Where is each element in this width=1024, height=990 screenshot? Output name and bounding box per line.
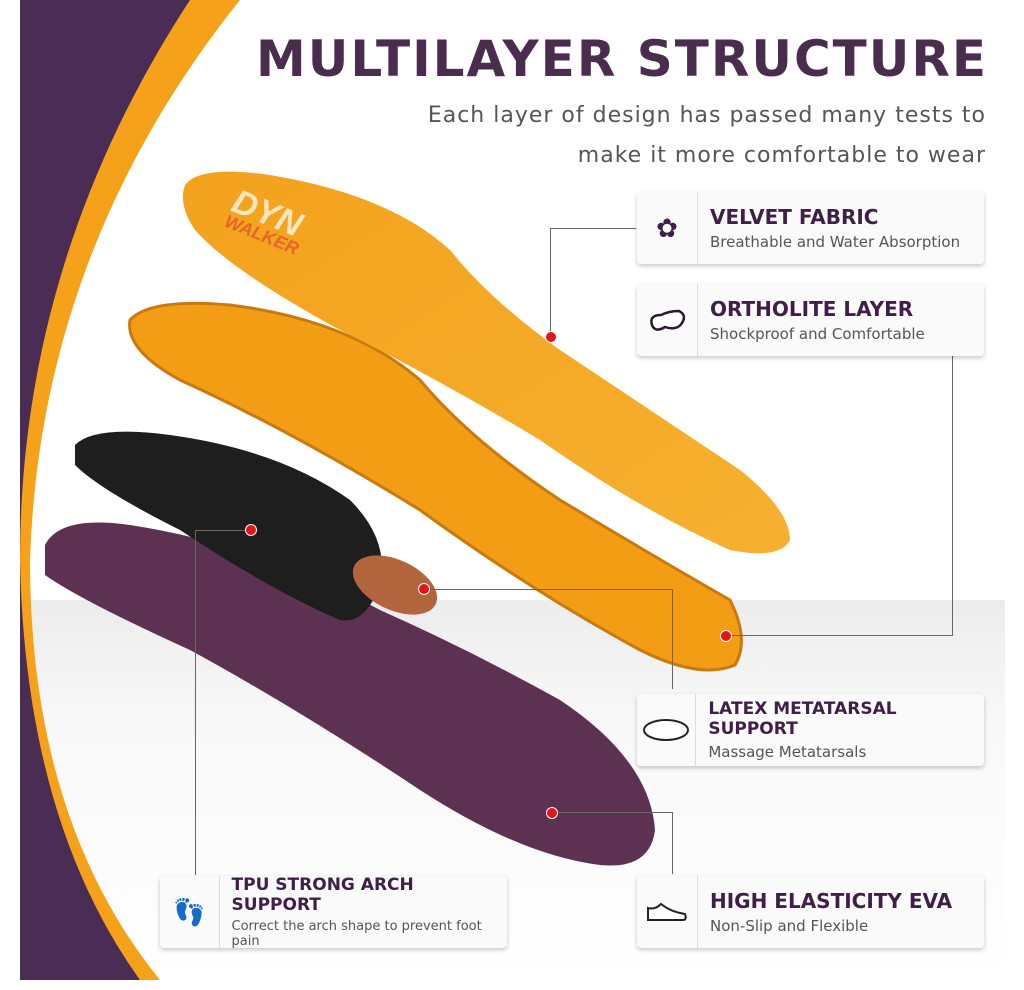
connector-line — [195, 530, 196, 875]
purple-band — [20, 0, 190, 980]
connector-line — [672, 589, 673, 689]
layer-title: LATEX METATARSAL SUPPORT — [708, 699, 897, 739]
foam-pad-icon — [637, 284, 698, 356]
layer-title: HIGH ELASTICITY EVA — [710, 889, 953, 913]
layer-desc: Breathable and Water Absorption — [710, 233, 961, 251]
footprint-icon: 👣 — [160, 876, 220, 948]
insole-tpu — [75, 431, 382, 621]
connector-line — [550, 228, 636, 229]
subtitle-line2: make it more comfortable to wear — [577, 143, 986, 168]
layer-card-ortholite: ORTHOLITE LAYER Shockproof and Comfortabl… — [637, 284, 984, 356]
layer-desc: Massage Metatarsals — [708, 743, 867, 761]
connector-line — [672, 812, 673, 874]
layer-desc: Shockproof and Comfortable — [710, 325, 925, 343]
shoe-icon — [637, 876, 698, 948]
marker-ortholite — [720, 630, 732, 642]
marker-metatarsal — [418, 583, 430, 595]
connector-line — [550, 228, 551, 336]
connector-line — [552, 812, 672, 813]
marker-eva — [546, 807, 558, 819]
layer-desc: Correct the arch shape to prevent foot p… — [231, 919, 482, 949]
metatarsal-pad-icon — [637, 694, 697, 766]
connector-line — [726, 635, 953, 636]
insole-velvet — [182, 171, 791, 554]
layer-title: ORTHOLITE LAYER — [710, 297, 914, 321]
layer-desc: Non-Slip and Flexible — [710, 917, 869, 935]
insole-ortholite — [128, 301, 743, 672]
marker-tpu — [245, 524, 257, 536]
connector-line — [424, 589, 672, 590]
fabric-breathable-icon: ✿ — [637, 192, 698, 264]
layer-card-tpu: 👣 TPU STRONG ARCH SUPPORT Correct the arc… — [160, 875, 507, 949]
subtitle-line1: Each layer of design has passed many tes… — [427, 103, 986, 128]
layer-card-metatarsal: LATEX METATARSAL SUPPORT Massage Metatars… — [637, 694, 984, 766]
marker-velvet — [545, 331, 557, 343]
layer-card-velvet: ✿ VELVET FABRIC Breathable and Water Abso… — [637, 192, 984, 264]
connector-line — [952, 356, 953, 636]
insole-eva — [45, 522, 655, 866]
layer-card-eva: HIGH ELASTICITY EVA Non-Slip and Flexible — [637, 876, 984, 948]
page-title: MULTILAYER STRUCTURE — [256, 30, 988, 88]
orange-arc — [20, 0, 240, 980]
connector-line — [195, 530, 251, 531]
layer-title: TPU STRONG ARCH SUPPORT — [231, 875, 414, 915]
layer-title: VELVET FABRIC — [710, 205, 879, 229]
metatarsal-pad — [352, 555, 438, 615]
